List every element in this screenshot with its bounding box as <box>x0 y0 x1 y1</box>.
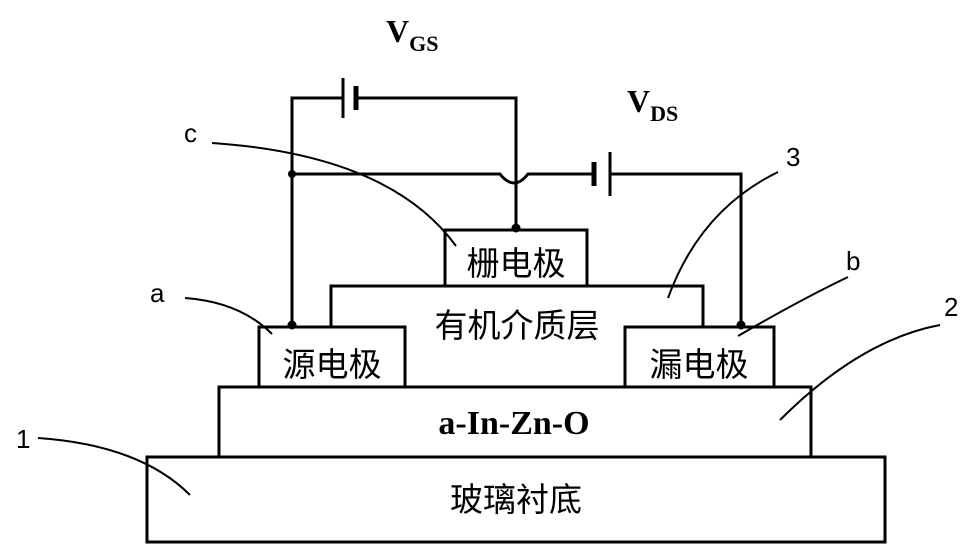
callout-label-b: b <box>846 246 860 276</box>
callout-leader-2 <box>779 324 941 421</box>
callout-leader-c <box>211 142 457 247</box>
drain-contact-dot <box>736 320 746 330</box>
vds-label: VDS <box>627 83 678 126</box>
glass-substrate-layer <box>145 455 887 544</box>
vds-circuit <box>292 152 743 327</box>
callout-leader-b <box>737 276 849 337</box>
callout-leader-1 <box>37 437 191 496</box>
drain-electrode <box>623 325 776 389</box>
callout-label-1: 1 <box>16 424 30 454</box>
channel-layer <box>217 385 813 459</box>
callout-label-2: 2 <box>944 292 958 322</box>
callout-label-c: c <box>184 118 197 148</box>
gate-electrode <box>443 228 589 288</box>
vgs-circuit <box>290 78 518 327</box>
source-electrode <box>257 325 407 389</box>
callout-label-a: a <box>150 278 165 308</box>
gate-contact-dot <box>511 223 521 233</box>
callout-leader-3 <box>667 171 779 299</box>
junction-dot <box>288 170 296 178</box>
source-contact-dot <box>287 320 297 330</box>
organic-dielectric-label: 有机介质层 <box>435 306 600 345</box>
callout-label-3: 3 <box>786 142 800 172</box>
callout-leader-a <box>184 297 273 335</box>
glass-substrate-label: 玻璃衬底 <box>450 480 582 519</box>
drain-electrode-label: 漏电极 <box>650 345 749 384</box>
source-electrode-label: 源电极 <box>283 345 382 384</box>
channel-layer-label: a-In-Zn-O <box>438 405 589 442</box>
vgs-label: VGS <box>386 13 438 56</box>
gate-electrode-label: 栅电极 <box>467 244 566 283</box>
